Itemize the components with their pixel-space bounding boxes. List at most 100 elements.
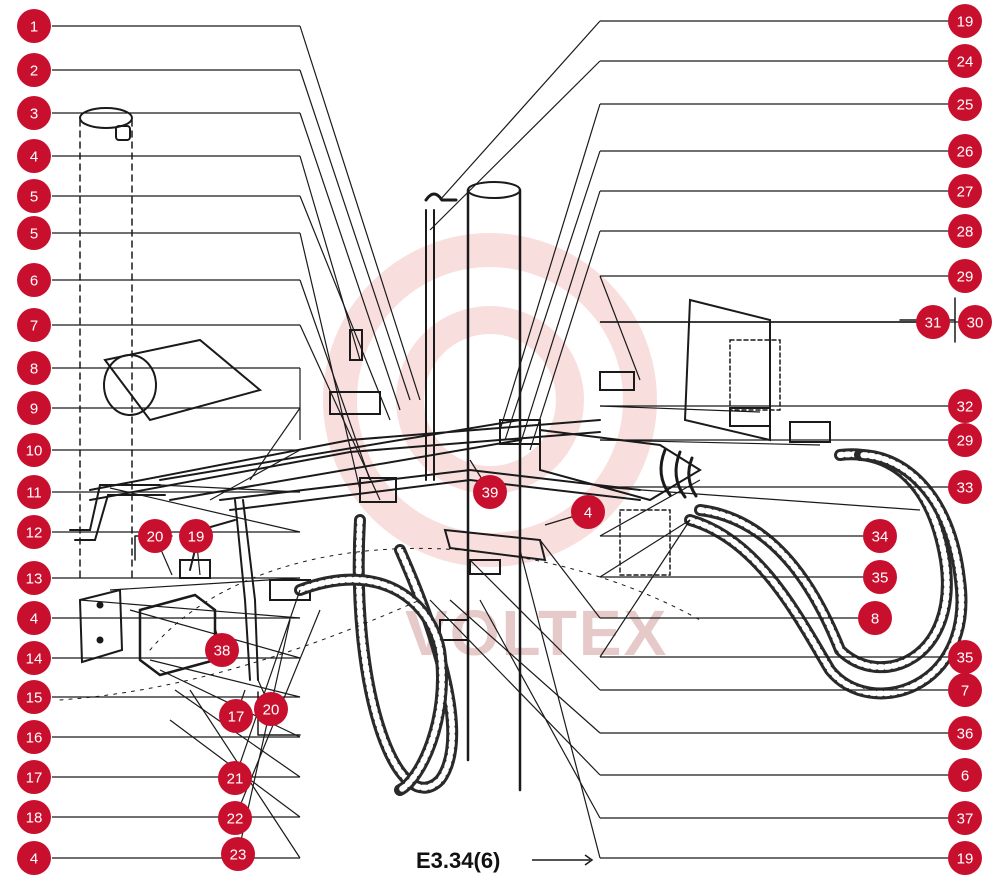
callout-badge-left-2[interactable]: 2: [17, 53, 51, 87]
callout-badges: 1234556789101112134141516171841924252627…: [17, 4, 992, 875]
callout-badge-left-16[interactable]: 16: [17, 720, 51, 754]
callout-badge-inline-39[interactable]: 39: [473, 475, 507, 509]
callout-badge-right-35[interactable]: 35: [863, 560, 897, 594]
callout-badge-left-5[interactable]: 5: [17, 216, 51, 250]
callout-badge-right-6[interactable]: 6: [948, 758, 982, 792]
leader-line-left-diagonal: [249, 407, 301, 481]
leader-line-right-diagonal: [504, 150, 601, 441]
callout-badge-inline-21[interactable]: 21: [218, 761, 252, 795]
callout-number: 19: [957, 851, 974, 868]
callout-badge-left-11[interactable]: 11: [17, 475, 51, 509]
callout-badge-right-37[interactable]: 37: [948, 801, 982, 835]
callout-badge-circle: [17, 680, 51, 714]
leader-line-right-diagonal: [599, 519, 691, 658]
callout-badge-circle: [948, 640, 982, 674]
callout-badge-right-8[interactable]: 8: [858, 601, 892, 635]
callout-badge-circle: [958, 305, 992, 339]
callout-number: 8: [871, 611, 879, 628]
callout-badge-inline-22[interactable]: 22: [218, 801, 252, 835]
callout-number: 19: [957, 14, 974, 31]
callout-number: 3: [30, 106, 38, 123]
callout-badge-right-19[interactable]: 19: [948, 4, 982, 38]
callout-badge-left-12[interactable]: 12: [17, 515, 51, 549]
callout-number: 35: [957, 650, 974, 667]
callout-number: 4: [584, 505, 592, 522]
leader-line-left-diagonal: [299, 155, 361, 361]
callout-badge-left-4[interactable]: 4: [17, 841, 51, 875]
callout-badge-left-18[interactable]: 18: [17, 800, 51, 834]
leader-line-left-diagonal: [299, 195, 391, 421]
callout-number: 7: [30, 318, 38, 335]
callout-badge-right-31[interactable]: 31: [916, 305, 950, 339]
callout-badge-left-4[interactable]: 4: [17, 601, 51, 635]
callout-badge-right-29[interactable]: 29: [948, 423, 982, 457]
callout-badge-right-36[interactable]: 36: [948, 716, 982, 750]
callout-badge-left-4[interactable]: 4: [17, 139, 51, 173]
callout-badge-right-32[interactable]: 32: [948, 389, 982, 423]
diagram-code-arrow: [584, 854, 594, 866]
callout-number: 9: [30, 401, 38, 418]
callout-badge-right-7[interactable]: 7: [948, 673, 982, 707]
callout-number: 29: [957, 269, 974, 286]
callout-badge-right-26[interactable]: 26: [948, 134, 982, 168]
callout-badge-circle: [179, 519, 213, 553]
callout-badge-left-15[interactable]: 15: [17, 680, 51, 714]
callout-badge-inline-17[interactable]: 17: [219, 699, 253, 733]
callout-badge-inline-20[interactable]: 20: [254, 692, 288, 726]
callout-badge-right-25[interactable]: 25: [948, 87, 982, 121]
callout-badge-left-3[interactable]: 3: [17, 96, 51, 130]
leader-line-right-diagonal: [519, 190, 601, 446]
callout-badge-left-17[interactable]: 17: [17, 760, 51, 794]
leader-lines: [52, 20, 958, 859]
callout-badge-inline-20[interactable]: 20: [138, 519, 172, 553]
callout-number: 33: [957, 480, 974, 497]
callout-badge-circle: [219, 699, 253, 733]
leader-line-right-diagonal: [599, 479, 701, 537]
callout-badge-left-9[interactable]: 9: [17, 391, 51, 425]
callout-badge-circle: [17, 433, 51, 467]
callout-badge-left-6[interactable]: 6: [17, 263, 51, 297]
callout-badge-left-7[interactable]: 7: [17, 308, 51, 342]
callout-number: 7: [961, 683, 969, 700]
callout-badge-circle: [948, 841, 982, 875]
callout-badge-circle: [17, 720, 51, 754]
leader-line-right-diagonal: [599, 519, 691, 578]
callout-number: 32: [957, 399, 974, 416]
callout-badge-left-5[interactable]: 5: [17, 179, 51, 213]
callout-badge-inline-4[interactable]: 4: [571, 495, 605, 529]
callout-badge-circle: [138, 519, 172, 553]
callout-badge-left-13[interactable]: 13: [17, 561, 51, 595]
callout-number: 23: [230, 847, 247, 864]
callout-number: 10: [26, 443, 43, 460]
callout-number: 38: [214, 643, 231, 660]
callout-badge-circle: [17, 800, 51, 834]
callout-badge-circle: [571, 495, 605, 529]
callout-badge-right-34[interactable]: 34: [863, 519, 897, 553]
callout-badge-left-14[interactable]: 14: [17, 641, 51, 675]
callout-badge-right-24[interactable]: 24: [948, 44, 982, 78]
callout-badge-left-8[interactable]: 8: [17, 351, 51, 385]
callout-badge-right-19[interactable]: 19: [948, 841, 982, 875]
callout-badge-right-28[interactable]: 28: [948, 214, 982, 248]
callout-badge-circle: [948, 673, 982, 707]
callout-badge-circle: [218, 761, 252, 795]
callout-badge-inline-19[interactable]: 19: [179, 519, 213, 553]
callout-number: 14: [26, 651, 43, 668]
callout-badge-circle: [948, 716, 982, 750]
callout-badge-right-27[interactable]: 27: [948, 174, 982, 208]
callout-number: 12: [26, 525, 43, 542]
callout-badge-circle: [17, 9, 51, 43]
callout-badge-right-33[interactable]: 33: [948, 470, 982, 504]
callout-badge-right-35[interactable]: 35: [948, 640, 982, 674]
callout-badge-right-29[interactable]: 29: [948, 259, 982, 293]
callout-badge-left-10[interactable]: 10: [17, 433, 51, 467]
callout-badge-circle: [17, 216, 51, 250]
callout-badge-circle: [863, 519, 897, 553]
callout-badge-left-1[interactable]: 1: [17, 9, 51, 43]
callout-number: 25: [957, 97, 974, 114]
callout-badge-circle: [948, 389, 982, 423]
leader-line-right-diagonal: [429, 599, 601, 776]
callout-badge-inline-23[interactable]: 23: [221, 837, 255, 871]
callout-badge-inline-38[interactable]: 38: [205, 633, 239, 667]
callout-badge-right-30[interactable]: 30: [958, 305, 992, 339]
